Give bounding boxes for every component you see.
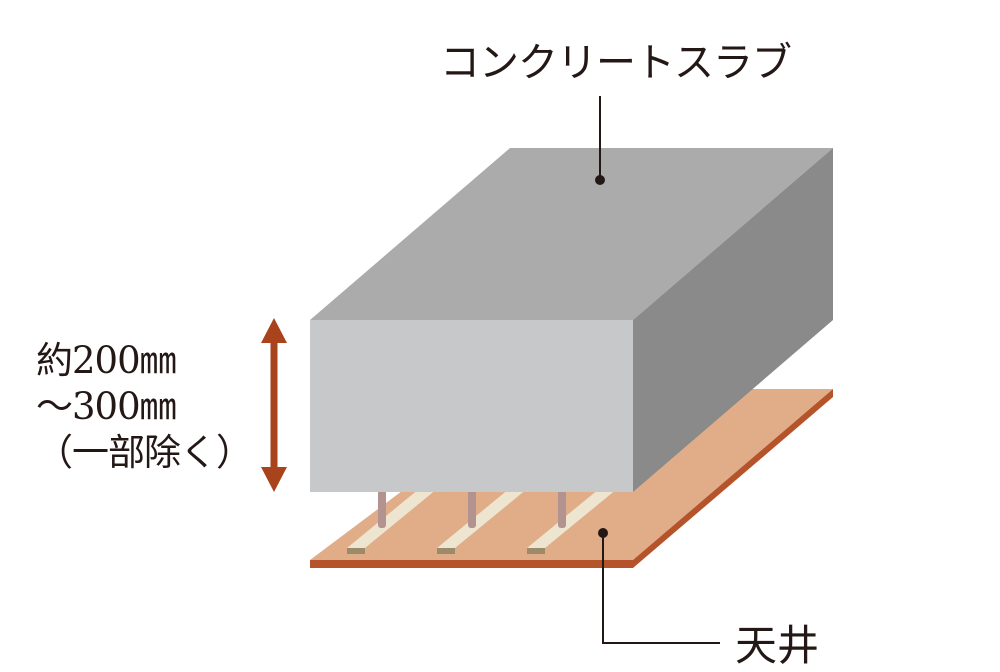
- concrete-slab-top: [310, 148, 833, 320]
- concrete-slab-side: [633, 148, 833, 492]
- thickness-line-3: （一部除く）: [36, 431, 253, 474]
- thickness-line-1: 約200㎜: [36, 339, 177, 382]
- ceiling-board-front-edge: [310, 560, 633, 568]
- slab-thickness-label: 約200㎜ ～300㎜ （一部除く）: [36, 338, 253, 476]
- ceiling-joist-edge: [437, 548, 455, 554]
- ceiling-leader-line: [602, 533, 720, 644]
- ceiling-joist-edge: [527, 548, 545, 554]
- hanging-rod: [558, 490, 566, 528]
- concrete-slab-front: [310, 320, 633, 492]
- thickness-line-2: ～300㎜: [36, 385, 177, 428]
- double-headed-vertical-arrow-icon: [261, 318, 287, 492]
- hanging-rod: [378, 490, 386, 528]
- concrete-slab-label: コンクリートスラブ: [440, 40, 792, 86]
- ceiling-label: 天井: [735, 621, 820, 670]
- ceiling-board-side-edge: [633, 389, 833, 568]
- ceiling-joist-edge: [347, 548, 365, 554]
- leader-dot-icon: [595, 175, 605, 185]
- hanging-rod: [468, 490, 476, 528]
